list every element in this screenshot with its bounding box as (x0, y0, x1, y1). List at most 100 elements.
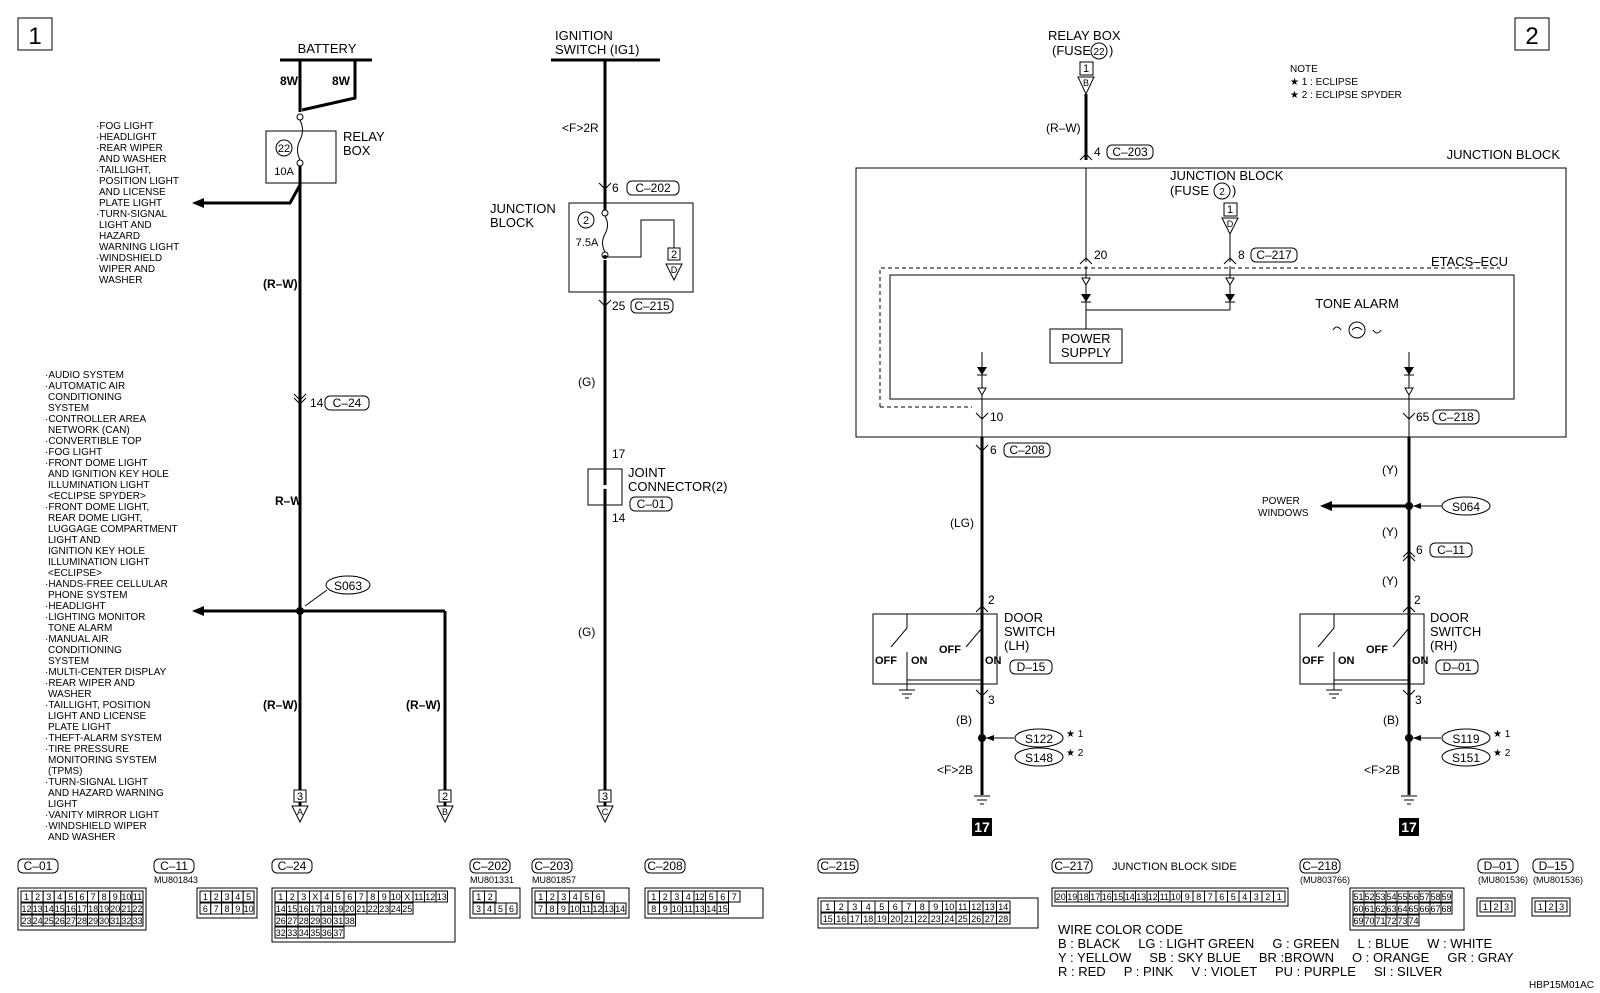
device-list-item: AND IGNITION KEY HOLE (48, 469, 169, 480)
connector-pin-label: 68 (1441, 904, 1451, 914)
connector-pin-label: 32 (276, 928, 286, 938)
relay-box-label2: BOX (343, 143, 371, 158)
connector-tag (1477, 858, 1519, 874)
battery-wire2: 8W (332, 74, 351, 88)
connector-pin-label: 5 (336, 892, 341, 902)
connector-pin-label: 17 (850, 914, 860, 924)
wire-code-line2: Y : YELLOW SB : SKY BLUE BR :BROWN O : O… (1058, 950, 1514, 965)
device-list-item: ·FOG LIGHT (45, 447, 102, 458)
connector-pin-label: 16 (299, 904, 309, 914)
device-list-item: ·CONVERTIBLE TOP (45, 436, 142, 447)
connector-pin-label: 70 (1364, 916, 1374, 926)
connector-pin-label: 1 (1483, 902, 1488, 912)
connector-pin-label: 13 (604, 904, 614, 914)
device-list-item: ·REAR WIPER AND (45, 678, 135, 689)
connector-pin-label: 11 (582, 904, 591, 914)
connector-pin-label: 6 (1219, 892, 1224, 902)
terminal-icon (1404, 387, 1414, 397)
note-2: ★ 2 : ECLIPSE SPYDER (1290, 90, 1402, 101)
diode-icon (1404, 367, 1414, 375)
connector-pin-label: 13 (437, 892, 447, 902)
pin-10: 10 (990, 410, 1004, 424)
device-list-item: ·TAILLIGHT, (96, 165, 151, 176)
connector-body (817, 897, 1039, 929)
connector-pin-label: 6 (509, 904, 514, 914)
device-list-item: PHONE SYSTEM (48, 590, 127, 601)
connector-pin-label: 15 (55, 904, 65, 914)
connector-pin-label: 2 (290, 892, 295, 902)
connector-pin-label: 5 (498, 904, 503, 914)
fuse-number-circle (275, 139, 293, 157)
connector-body (469, 887, 521, 919)
offpage-box-d (667, 247, 681, 261)
terminal-icon (1225, 277, 1235, 287)
connector-pin-label: 27 (66, 916, 76, 926)
connector-pin-label: 64 (1397, 904, 1407, 914)
device-list-item: ·MULTI-CENTER DISPLAY (45, 667, 167, 678)
connector-pin-label: 65 (1408, 904, 1418, 914)
connector-pin-label: 20 (1056, 892, 1066, 902)
connector-pin-label: 53 (1375, 892, 1385, 902)
conn-c24: C–24 (333, 396, 362, 410)
connector-pin-label: 19 (877, 914, 887, 924)
connector-pin-label: 14 (44, 904, 54, 914)
conn-tag-c208 (1003, 442, 1051, 458)
jb2-in-letter: D (1227, 219, 1234, 229)
connector-pin-label: 13 (985, 902, 995, 912)
wire-color-rw1: (R–W) (263, 277, 298, 291)
connector-pin-label: 9 (382, 892, 387, 902)
connector-pin-label: 19 (99, 904, 109, 914)
splice-tag-s064 (1441, 496, 1491, 516)
rh-conn: D–01 (1443, 660, 1472, 674)
connector-part: (MU801536) (1478, 875, 1528, 885)
rh-star1: ★ 1 (1493, 729, 1511, 740)
device-list-item: ·FRONT DOME LIGHT (45, 458, 148, 469)
connector-pin-label: 3 (1254, 892, 1259, 902)
connector-pin-label: 19 (1067, 892, 1077, 902)
connector-pin-label: 63 (1386, 904, 1396, 914)
connector-name: C–208 (647, 859, 683, 873)
jb1-out-letter: D (671, 265, 678, 275)
connector-name: C–218 (1302, 859, 1338, 873)
device-list-item: WIPER AND (99, 264, 155, 275)
device-list-item: ·AUDIO SYSTEM (45, 370, 124, 381)
connector-pin (1440, 902, 1453, 915)
connector-pin-label: 22 (132, 904, 142, 914)
etacs-ecu-box (889, 274, 1515, 400)
connector-pin-label: 58 (1430, 892, 1440, 902)
connector-part: MU801843 (154, 875, 198, 885)
fuse-terminal-top (296, 113, 304, 121)
device-list-item: AND LICENSE (99, 187, 166, 198)
jb1-internal-wire (605, 219, 675, 258)
offpage-arrow-icon (1077, 76, 1095, 96)
connector-pin-label: 2 (214, 892, 219, 902)
joint-dot (603, 485, 607, 489)
lh-off1: OFF (875, 655, 897, 667)
connector-pin-label: 18 (322, 904, 332, 914)
lh-pin2: 2 (988, 593, 995, 607)
device-list-item: ·WINDSHIELD (96, 253, 162, 264)
connector-chevron-icon (1079, 153, 1093, 161)
wire-code-line1: B : BLACK LG : LIGHT GREEN G : GREEN L :… (1058, 936, 1492, 951)
splice-tag-s063 (325, 575, 371, 595)
connector-pin-label: 5 (246, 892, 251, 902)
connector-pin-label: 8 (1196, 892, 1201, 902)
wire-color-y3: (Y) (1382, 574, 1398, 588)
rh-s2: S151 (1452, 751, 1480, 765)
connector-pin-label: 10 (244, 904, 254, 914)
connector-pin-label: 59 (1441, 892, 1451, 902)
wire-color-lg: (LG) (950, 516, 974, 530)
connector-name: C–24 (278, 859, 307, 873)
connector-pin-label: 9 (933, 902, 938, 912)
conn-tag-d15 (1009, 659, 1053, 675)
connector-pin-label: 7 (732, 892, 737, 902)
connector-pin-label: 29 (310, 916, 320, 926)
connector-pin-label: 4 (686, 892, 691, 902)
connector-pin-label: 17 (310, 904, 320, 914)
connector-pin-label: 15 (718, 904, 728, 914)
junction-block-2 (855, 167, 1567, 438)
